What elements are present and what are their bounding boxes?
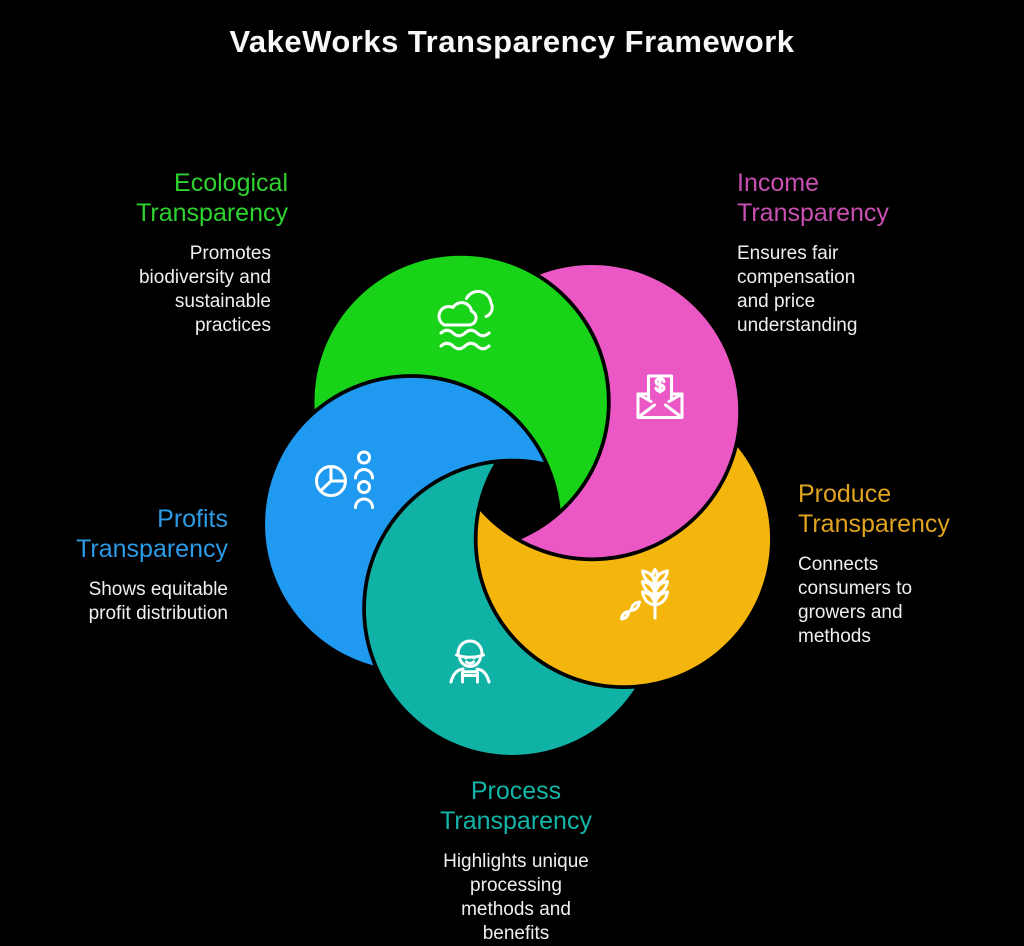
- cloud-waves-icon: [437, 289, 494, 351]
- wheat-icon: [620, 568, 669, 621]
- process-description: Highlights unique processing methods and…: [443, 851, 589, 944]
- dollar-envelope-icon: [636, 374, 684, 419]
- heading-line: Process: [470, 777, 562, 805]
- heading-line: Transparency: [737, 199, 889, 227]
- process-heading: Process Transparency: [365, 776, 667, 836]
- label-produce: Produce Transparency Connects consumers …: [798, 479, 1018, 649]
- ecological-description: Promotes biodiversity and sustainable pr…: [138, 243, 271, 336]
- heading-line: Produce: [798, 480, 892, 508]
- heading-line: Transparency: [440, 807, 592, 835]
- label-profits: Profits Transparency Shows equitable pro…: [0, 504, 228, 626]
- produce-heading: Produce Transparency: [798, 479, 1018, 539]
- income-heading: Income Transparency: [737, 168, 987, 228]
- heading-line: Transparency: [136, 199, 288, 227]
- income-description: Ensures fair compensation and price unde…: [737, 243, 858, 336]
- profits-description: Shows equitable profit distribution: [88, 579, 228, 624]
- profits-heading: Profits Transparency: [0, 504, 228, 564]
- ecological-heading: Ecological Transparency: [0, 168, 288, 228]
- label-ecological: Ecological Transparency Promotes biodive…: [0, 168, 288, 338]
- pie-people-icon: [315, 450, 374, 509]
- label-income: Income Transparency Ensures fair compens…: [737, 168, 987, 338]
- heading-line: Profits: [157, 505, 228, 533]
- petal-profits: [261, 374, 562, 674]
- heading-line: Transparency: [798, 510, 950, 538]
- heading-line: Ecological: [174, 169, 288, 197]
- diagram-title: VakeWorks Transparency Framework: [229, 24, 795, 59]
- heading-line: Transparency: [76, 535, 228, 563]
- heading-line: Income: [737, 169, 819, 197]
- label-process: Process Transparency Highlights unique p…: [365, 776, 667, 946]
- farmer-icon: [449, 639, 491, 684]
- produce-description: Connects consumers to growers and method…: [798, 554, 913, 647]
